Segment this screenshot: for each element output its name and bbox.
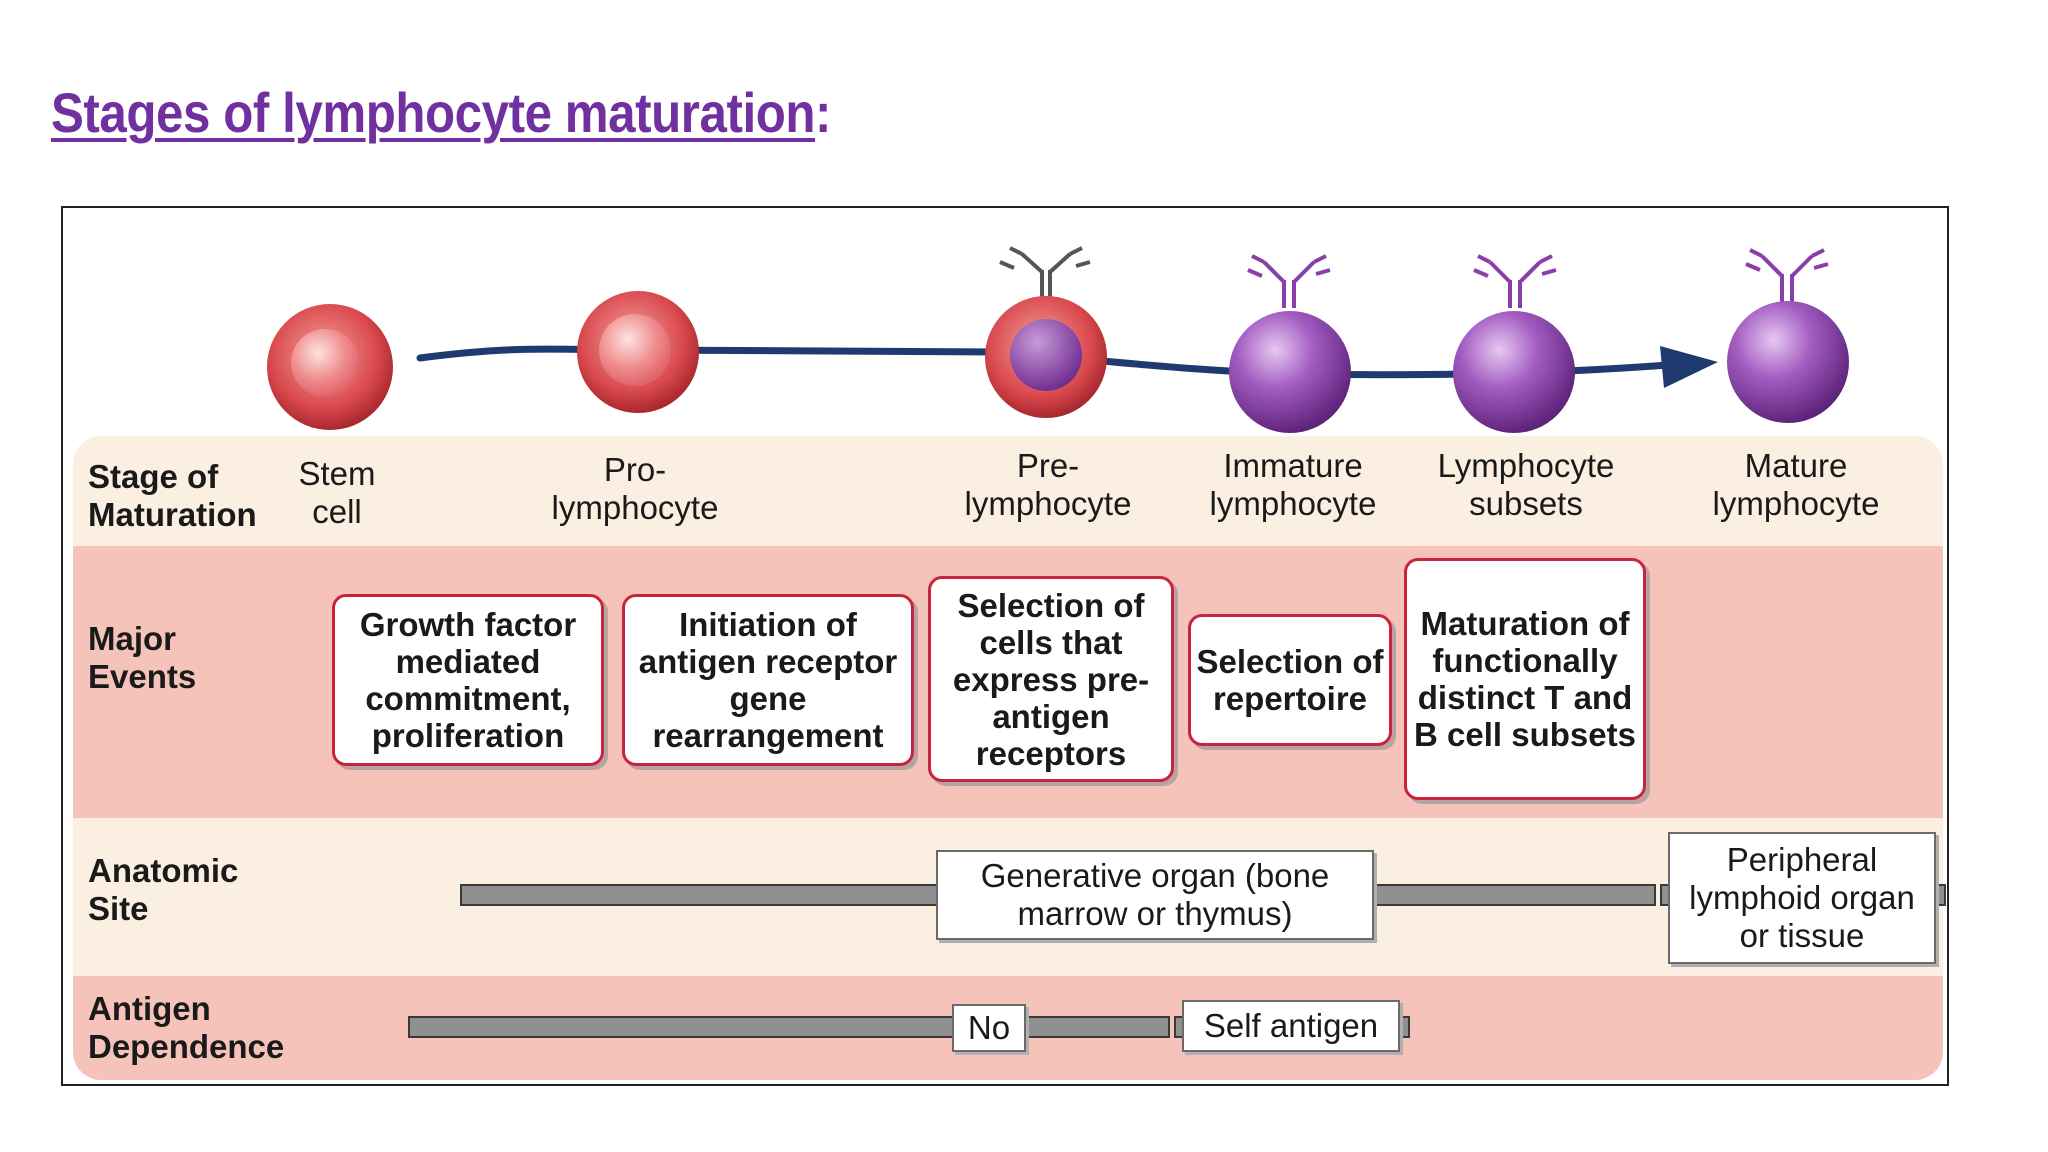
stage-label-pro-lymphocyte: Pro-lymphocyte — [551, 451, 719, 526]
stem-cell-illustration — [267, 304, 393, 430]
site-box-generative-organ: Generative organ (bone marrow or thymus) — [936, 850, 1374, 940]
stage-row-band — [73, 436, 1943, 546]
title-colon: : — [815, 81, 832, 144]
antigen-box-self-antigen: Self antigen — [1182, 1000, 1400, 1052]
event-box-repertoire-selection: Selection of repertoire — [1188, 614, 1392, 746]
event-box-subset-maturation: Maturation of functionally distinct T an… — [1404, 558, 1646, 800]
event-box-growth-factor: Growth factor mediated commitment, proli… — [332, 594, 604, 766]
row-label-site: Anatomic Site — [88, 852, 239, 927]
pro-lymphocyte-illustration — [577, 291, 699, 413]
stage-label-mature-lymphocyte: Mature lymphocyte — [1712, 447, 1880, 522]
site-box-peripheral-organ: Peripheral lymphoid organ or tissue — [1668, 832, 1936, 964]
maturation-arrow-diagram — [267, 246, 1849, 433]
row-label-events: Major Events — [88, 620, 197, 695]
antigen-bar-no — [408, 1016, 1170, 1038]
event-box-antigen-receptor-rearrangement: Initiation of antigen receptor gene rear… — [622, 594, 914, 766]
row-label-stage: Stage of Maturation — [88, 458, 257, 533]
antigen-box-no: No — [952, 1004, 1026, 1052]
immature-lymphocyte-illustration — [1229, 254, 1351, 433]
maturation-arrow-head — [1660, 346, 1718, 388]
stage-label-lymphocyte-subsets: Lymphocyte subsets — [1437, 447, 1615, 522]
event-box-pre-antigen-selection: Selection of cells that express pre-anti… — [928, 576, 1174, 782]
pre-lymphocyte-illustration — [985, 246, 1107, 418]
lymphocyte-subsets-illustration — [1453, 254, 1575, 433]
stage-label-immature-lymphocyte: Immature lymphocyte — [1209, 447, 1377, 522]
title-text: Stages of lymphocyte maturation — [51, 81, 816, 144]
stage-label-pre-lymphocyte: Pre-lymphocyte — [964, 447, 1132, 522]
row-label-antigen: Antigen Dependence — [88, 990, 285, 1065]
mature-lymphocyte-illustration — [1727, 248, 1849, 423]
stage-label-stem-cell: Stem cell — [298, 455, 376, 530]
page-title: Stages of lymphocyte maturation: — [51, 80, 831, 145]
